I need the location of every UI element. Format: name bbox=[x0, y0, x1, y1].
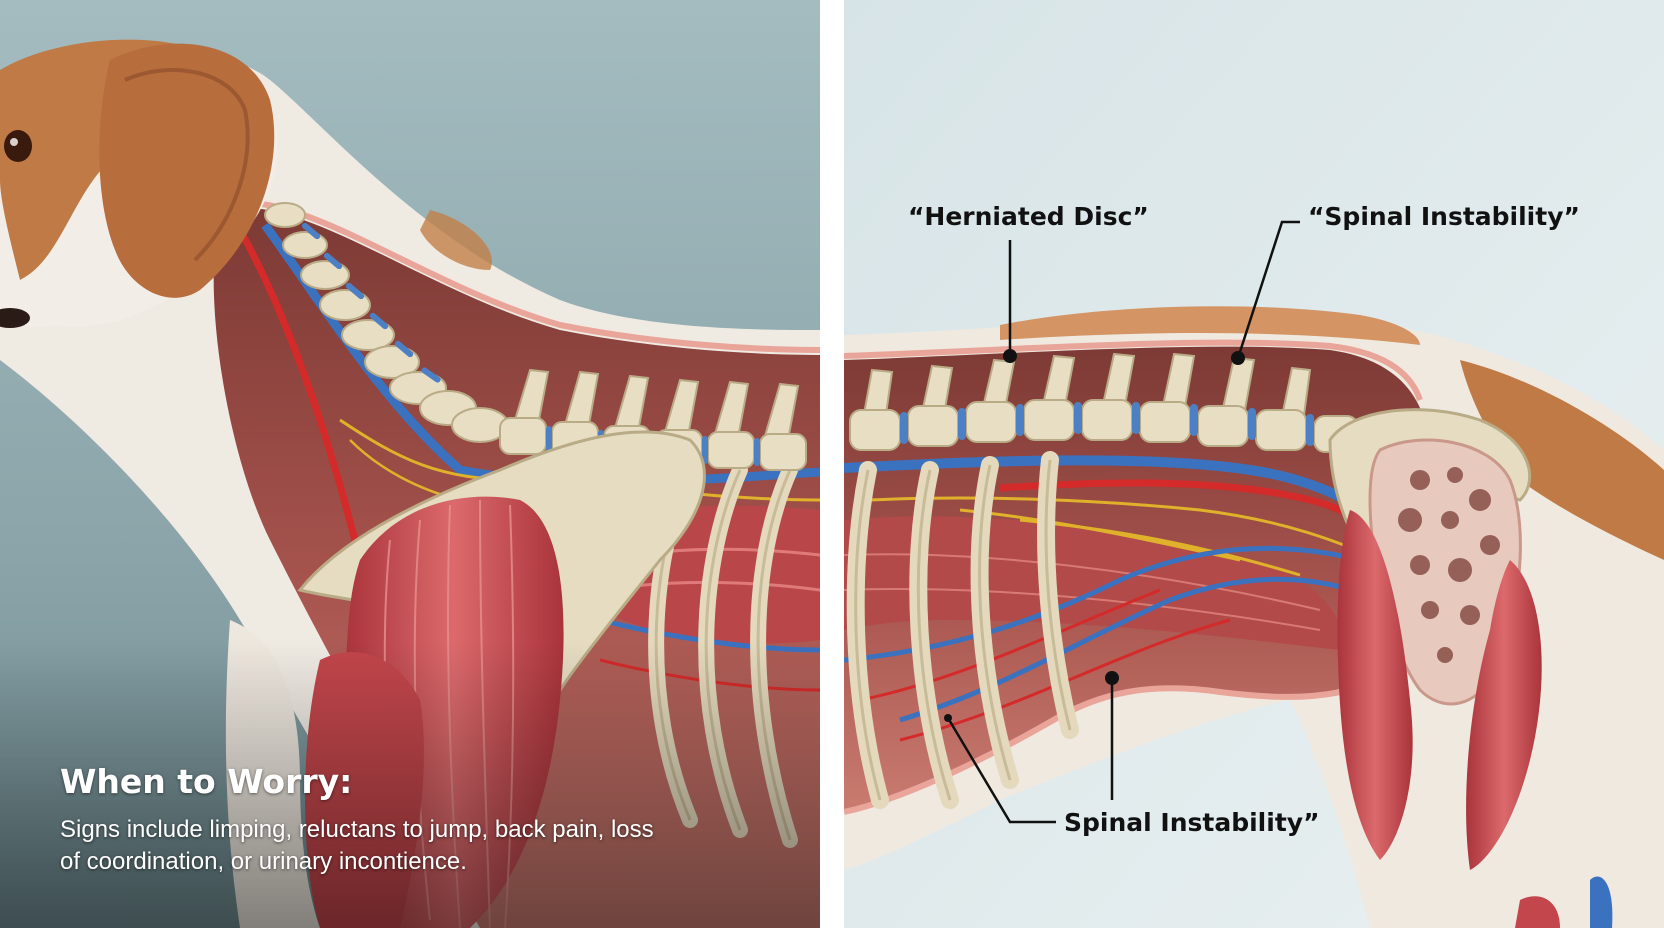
left-panel bbox=[0, 39, 820, 928]
thigh-muscle-rear bbox=[1466, 560, 1542, 870]
panel-divider bbox=[820, 0, 844, 928]
marker-spinal-instability-top bbox=[1231, 351, 1245, 365]
right-panel bbox=[844, 220, 1664, 928]
spinal-instability-label-bottom: Spinal Instability” bbox=[1064, 808, 1320, 837]
when-to-worry-title: When to Worry: bbox=[60, 762, 353, 801]
dog-ear bbox=[99, 43, 275, 298]
fur-saddle bbox=[1000, 306, 1420, 345]
leader-spinal-instability-bottom-2 bbox=[946, 717, 1056, 824]
marker-herniated-disc bbox=[1003, 349, 1017, 363]
herniated-disc-label: “Herniated Disc” bbox=[908, 202, 1149, 231]
intervertebral-discs-right bbox=[900, 402, 1314, 446]
fur-patch-rump bbox=[1460, 360, 1664, 560]
spinal-instability-label-top: “Spinal Instability” bbox=[1308, 202, 1580, 231]
when-to-worry-body: Signs include limping, reluctans to jump… bbox=[60, 816, 654, 875]
marker-spinal-instability-bottom bbox=[1105, 671, 1119, 685]
fur-patch-back bbox=[420, 210, 492, 270]
dog-nose bbox=[0, 308, 30, 328]
leader-spinal-instability-top bbox=[1236, 220, 1300, 359]
callout-lines bbox=[946, 220, 1300, 824]
thigh-muscle-front bbox=[1337, 510, 1413, 860]
dog-eye bbox=[4, 130, 32, 162]
artery-left bbox=[236, 228, 364, 561]
spine-neck bbox=[264, 202, 509, 443]
spinous-processes-left bbox=[513, 368, 800, 442]
